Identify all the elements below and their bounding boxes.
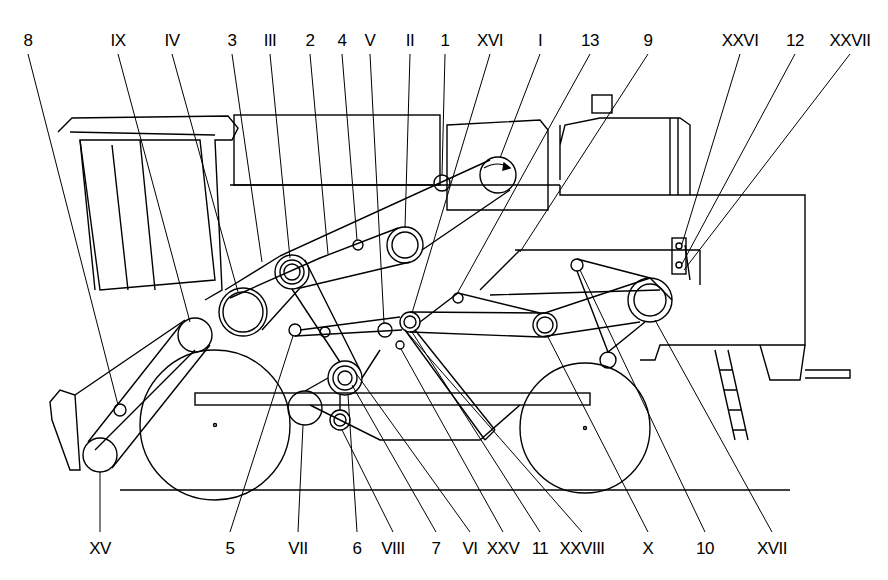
- callout-number: 13: [581, 32, 599, 50]
- callout-number: III: [264, 32, 277, 50]
- callout-number: 4: [338, 32, 347, 50]
- callout-number: 2: [306, 32, 315, 50]
- callout-number: 1: [441, 32, 450, 50]
- callout-number: VII: [288, 540, 307, 558]
- callout-number: 8: [24, 32, 33, 50]
- callout-number: 10: [696, 540, 714, 558]
- callout-number: VI: [462, 540, 477, 558]
- callout-number: 3: [228, 32, 237, 50]
- callout-number: 5: [226, 540, 235, 558]
- callout-number: IX: [110, 32, 125, 50]
- callout-number: I: [538, 32, 542, 50]
- callout-number: VIII: [381, 540, 405, 558]
- callout-number: 12: [786, 32, 804, 50]
- callout-number: XVII: [757, 540, 787, 558]
- callout-number: 11: [532, 540, 549, 558]
- callout-number: X: [643, 540, 654, 558]
- callout-number: 7: [432, 540, 441, 558]
- callout-number: II: [406, 32, 414, 50]
- callout-number: XXV: [487, 540, 520, 558]
- callout-number: XXVII: [830, 32, 871, 50]
- callout-number: XXVIII: [559, 540, 604, 558]
- callout-number: XXVI: [722, 32, 759, 50]
- callout-number: V: [365, 32, 376, 50]
- callout-number: 6: [353, 540, 362, 558]
- callout-number: XVI: [477, 32, 503, 50]
- callout-number: 9: [644, 32, 653, 50]
- callout-number: IV: [164, 32, 179, 50]
- callout-number: XV: [89, 540, 111, 558]
